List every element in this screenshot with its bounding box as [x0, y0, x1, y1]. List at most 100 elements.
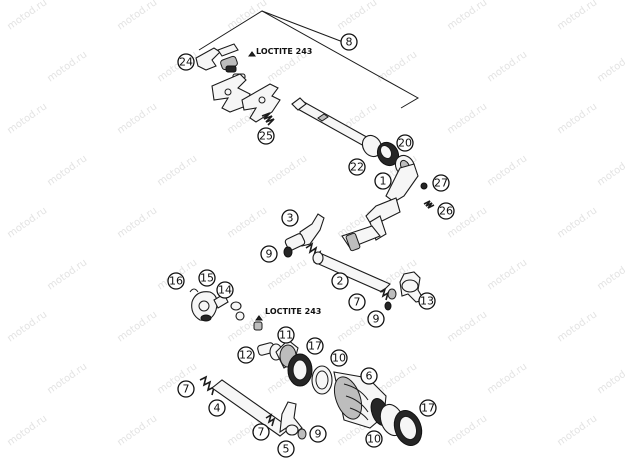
- callout-24: 24: [177, 53, 195, 71]
- svg-text:15: 15: [200, 272, 214, 285]
- watermark-text: motod.ru: [595, 49, 625, 84]
- watermark-text: motod.ru: [115, 309, 159, 344]
- watermark-text: motod.ru: [335, 0, 379, 32]
- watermark-text: motod.ru: [115, 413, 159, 448]
- svg-text:4: 4: [214, 402, 221, 415]
- watermark-text: motod.ru: [375, 49, 419, 84]
- shift-lever: [341, 163, 435, 252]
- watermark-text: motod.ru: [555, 0, 599, 32]
- callout-9-upper: 9: [260, 245, 278, 263]
- callout-11: 11: [277, 326, 295, 344]
- watermark-text: motod.ru: [225, 309, 269, 344]
- callout-20: 20: [396, 134, 414, 152]
- svg-text:9: 9: [266, 248, 273, 261]
- watermark-text: motod.ru: [5, 101, 49, 136]
- assembly-bracket-8: [198, 10, 420, 109]
- loctite-label-lower: LOCTITE 243: [265, 307, 321, 316]
- svg-text:14: 14: [218, 284, 232, 297]
- watermark-text: motod.ru: [5, 413, 49, 448]
- watermark-text: motod.ru: [595, 361, 625, 396]
- fork-shaft-assembly: [283, 213, 425, 311]
- svg-text:22: 22: [350, 161, 364, 174]
- watermark-text: motod.ru: [555, 413, 599, 448]
- svg-text:9: 9: [373, 313, 380, 326]
- watermark-text: motod.ru: [5, 309, 49, 344]
- svg-text:27: 27: [434, 177, 448, 190]
- watermark-text: motod.ru: [155, 153, 199, 188]
- callout-13: 13: [418, 292, 436, 310]
- callout-7-lower: 7: [252, 423, 270, 441]
- svg-text:9: 9: [315, 428, 322, 441]
- callout-3: 3: [281, 209, 299, 227]
- watermark-text: motod.ru: [115, 0, 159, 32]
- loctite-label-upper: LOCTITE 243: [256, 47, 312, 56]
- callout-9-lower: 9: [309, 425, 327, 443]
- callout-1: 1: [374, 172, 392, 190]
- svg-text:25: 25: [259, 130, 273, 143]
- watermark-text: motod.ru: [445, 309, 489, 344]
- watermark-text: motod.ru: [45, 257, 89, 292]
- watermark-text: motod.ru: [485, 361, 529, 396]
- svg-text:10: 10: [367, 433, 381, 446]
- watermark-text: motod.ru: [445, 0, 489, 32]
- callout-10-upper: 10: [330, 349, 348, 367]
- watermark-text: motod.ru: [225, 205, 269, 240]
- callout-17-upper: 17: [306, 337, 324, 355]
- watermark-text: motod.ru: [375, 361, 419, 396]
- shift-drum-assembly: [257, 339, 423, 446]
- svg-text:6: 6: [366, 370, 373, 383]
- watermark-text: motod.ru: [555, 205, 599, 240]
- watermark-text: motod.ru: [485, 49, 529, 84]
- callout-6: 6: [360, 367, 378, 385]
- svg-text:24: 24: [179, 56, 193, 69]
- watermark-text: motod.ru: [555, 101, 599, 136]
- callout-26: 26: [437, 202, 455, 220]
- watermark-text: motod.ru: [555, 309, 599, 344]
- callout-27: 27: [432, 174, 450, 192]
- callout-22: 22: [348, 158, 366, 176]
- callout-9-middle: 9: [367, 310, 385, 328]
- svg-text:11: 11: [279, 329, 293, 342]
- svg-text:17: 17: [308, 340, 322, 353]
- svg-text:2: 2: [337, 275, 344, 288]
- watermark-text: motod.ru: [45, 361, 89, 396]
- watermark-text: motod.ru: [5, 205, 49, 240]
- lower-fork-shaft-assembly: [199, 375, 307, 440]
- shift-shaft-assembly: [195, 43, 416, 178]
- svg-text:3: 3: [287, 212, 294, 225]
- svg-text:7: 7: [354, 296, 361, 309]
- watermark-text: motod.ru: [445, 101, 489, 136]
- watermark-text: motod.ru: [225, 0, 269, 32]
- svg-text:13: 13: [420, 295, 434, 308]
- watermark-text: motod.ru: [115, 205, 159, 240]
- svg-text:26: 26: [439, 205, 453, 218]
- callout-15: 15: [198, 269, 216, 287]
- watermark-text: motod.ru: [595, 257, 625, 292]
- svg-text:12: 12: [239, 349, 253, 362]
- watermark-text: motod.ru: [5, 0, 49, 32]
- callout-17-lower: 17: [419, 399, 437, 417]
- callout-4: 4: [208, 399, 226, 417]
- watermark-text: motod.ru: [485, 257, 529, 292]
- svg-text:8: 8: [346, 36, 353, 49]
- watermark-text: motod.ru: [45, 153, 89, 188]
- callout-8: 8: [340, 33, 358, 51]
- callout-16: 16: [167, 272, 185, 290]
- watermark-text: motod.ru: [115, 101, 159, 136]
- callout-14: 14: [216, 281, 234, 299]
- callout-2: 2: [331, 272, 349, 290]
- callout-10-lower: 10: [365, 430, 383, 448]
- watermark-text: motod.ru: [265, 257, 309, 292]
- watermark-text: motod.ru: [595, 153, 625, 188]
- svg-text:1: 1: [380, 175, 387, 188]
- callout-5: 5: [277, 440, 295, 458]
- watermark-text: motod.ru: [485, 153, 529, 188]
- svg-text:5: 5: [283, 443, 290, 456]
- watermark-text: motod.ru: [265, 153, 309, 188]
- callout-12: 12: [237, 346, 255, 364]
- callout-25: 25: [257, 127, 275, 145]
- svg-text:10: 10: [332, 352, 346, 365]
- callout-7-left: 7: [177, 380, 195, 398]
- watermark-text: motod.ru: [445, 413, 489, 448]
